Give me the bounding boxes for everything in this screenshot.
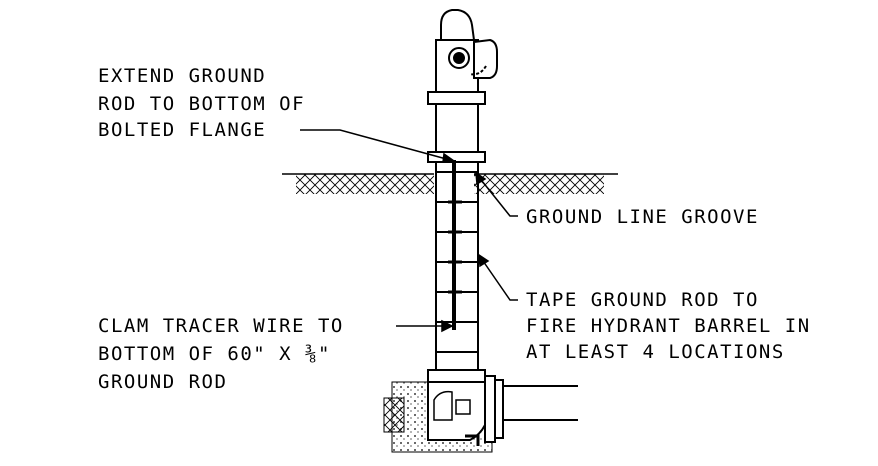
barrel-upper (435, 103, 479, 153)
arrow-extend (442, 152, 457, 163)
shoe-bolt (455, 399, 471, 415)
lateral-flange-b (494, 379, 504, 439)
leader-lines (300, 129, 518, 333)
ground-hatch-left (296, 174, 434, 194)
ground-hatch-right (474, 174, 604, 194)
arrow-clam (441, 319, 454, 333)
leader-groove (477, 175, 518, 217)
ground-surface (282, 173, 618, 194)
hydrant-shoe (383, 369, 493, 453)
shoe-restraint (465, 434, 480, 446)
arrow-groove (475, 171, 487, 186)
label-tape-line2: FIRE HYDRANT BARREL IN (526, 315, 811, 337)
label-extend-line1: EXTEND GROUND (98, 65, 267, 87)
label-clam-line1: CLAM TRACER WIRE TO (98, 315, 344, 337)
tape-wraps (448, 200, 462, 294)
hydrant-nozzle (473, 38, 498, 79)
hydrant-head (435, 9, 498, 93)
hydrant-chain (469, 65, 487, 76)
label-extend-line3: BOLTED FLANGE (98, 119, 267, 141)
drain-valve (433, 390, 453, 421)
gravel-drain (383, 397, 405, 433)
arrow-tape (478, 253, 490, 268)
label-ground-line-groove: GROUND LINE GROOVE (526, 206, 759, 228)
label-tape-line3: AT LEAST 4 LOCATIONS (526, 341, 785, 363)
leader-tape (480, 257, 518, 301)
lateral-flange-a (484, 375, 496, 443)
upper-flange (427, 91, 486, 105)
lower-flange (427, 369, 486, 383)
lateral-pipe (484, 375, 578, 443)
hydrant-nut-center (453, 52, 465, 64)
label-clam-line2: BOTTOM OF 60" X ⅜" (98, 343, 331, 365)
label-clam-line3: GROUND ROD (98, 371, 228, 393)
hydrant-bonnet (440, 9, 476, 41)
barrel-lower (435, 162, 479, 370)
label-tape-line1: TAPE GROUND ROD TO (526, 289, 759, 311)
label-extend-line2: ROD TO BOTTOM OF (98, 93, 306, 115)
leader-extend (300, 129, 451, 161)
bolted-flange (427, 151, 486, 163)
